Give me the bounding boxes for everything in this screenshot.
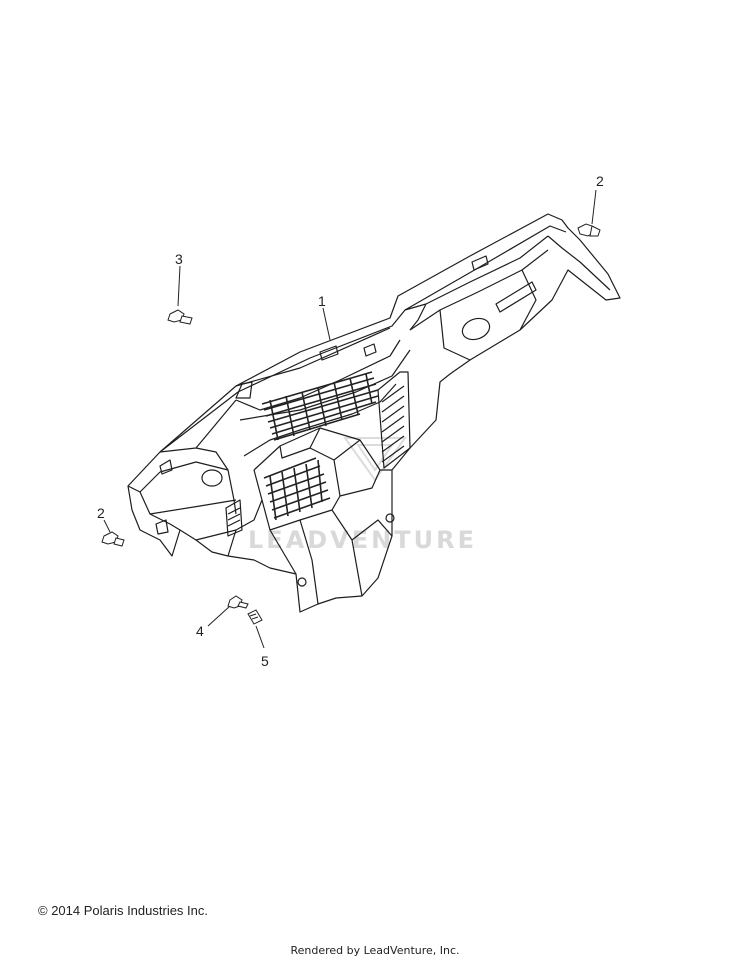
push-rivet-top — [577, 223, 601, 237]
leader-lines — [103, 189, 597, 649]
screw-4 — [227, 595, 249, 609]
grille-mesh — [261, 371, 379, 441]
copyright-text: © 2014 Polaris Industries Inc. — [38, 903, 208, 918]
callout-2-left: 2 — [97, 505, 105, 521]
front-panel-part — [127, 213, 621, 613]
push-rivet-left — [101, 531, 125, 547]
callout-2-top: 2 — [596, 173, 604, 189]
callout-1: 1 — [318, 293, 326, 309]
screw-3 — [167, 309, 193, 325]
rendered-by-text: Rendered by LeadVenture, Inc. — [290, 944, 460, 957]
lower-grille-mesh — [263, 457, 331, 521]
clip-5 — [247, 609, 263, 625]
callout-5: 5 — [261, 653, 269, 669]
watermark-text: LEADVENTURE — [248, 526, 477, 554]
callout-3: 3 — [175, 251, 183, 267]
callout-4: 4 — [196, 623, 204, 639]
